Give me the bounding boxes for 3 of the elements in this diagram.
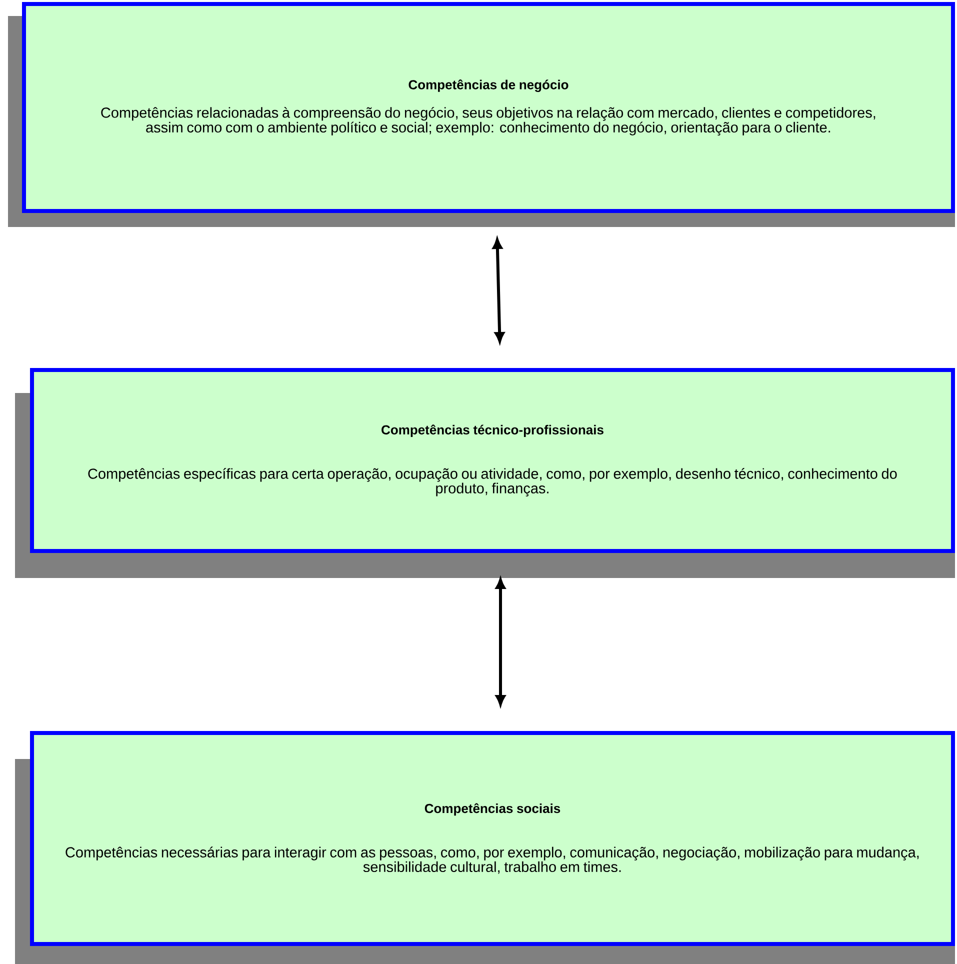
text-box: Competências técnico-profissionais Competências específicas para certa operação, ocupação ou atividade, como, por exemplo, desenho técnico, conhecimento do produto, finanças. <box>30 368 955 553</box>
text-box: Competências de negócio Competências relacionadas à compreensão do negócio, seus objetivos na relação com mercado, clientes e competidores, assim como com o ambiente político e social; exemplo: conhecimento do negócio, orientação para o cliente. <box>22 2 955 213</box>
text-box: Competências sociais Competências necessárias para interagir com as pessoas, como, por exemplo, comunicação, negociação, mobilização para mudança, sensibilidade cultural, trabalho em times. <box>30 731 955 946</box>
